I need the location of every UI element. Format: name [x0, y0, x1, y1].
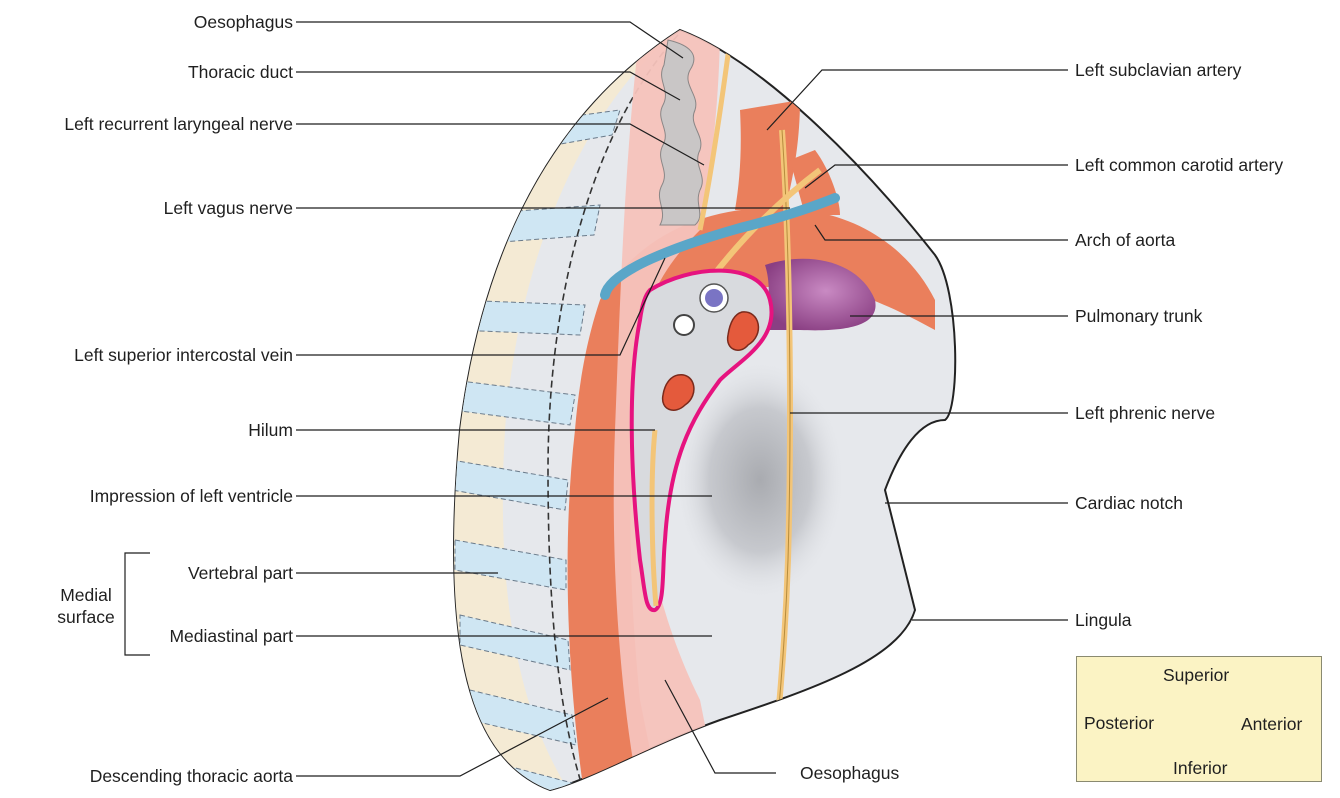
label-vertebral-part: Vertebral part — [188, 563, 293, 583]
pulmonary-artery-blue — [705, 289, 723, 307]
label-arch-of-aorta: Arch of aorta — [1075, 230, 1175, 250]
bronchus-white — [674, 315, 694, 335]
label-left-vagus-nerve: Left vagus nerve — [164, 198, 293, 218]
label-left-subclavian-artery: Left subclavian artery — [1075, 60, 1241, 80]
label-descending-thoracic-aorta: Descending thoracic aorta — [90, 766, 293, 786]
label-oesophagus-bottom: Oesophagus — [800, 763, 899, 783]
label-mediastinal-part: Mediastinal part — [169, 626, 293, 646]
compass-inferior: Inferior — [1173, 758, 1227, 779]
leader-oesophagus-top — [296, 22, 683, 58]
label-thoracic-duct: Thoracic duct — [188, 62, 293, 82]
label-medial-surface: Medial surface — [50, 584, 122, 628]
label-left-phrenic-nerve: Left phrenic nerve — [1075, 403, 1215, 423]
compass-superior: Superior — [1163, 665, 1229, 686]
label-hilum: Hilum — [248, 420, 293, 440]
compass-posterior: Posterior — [1084, 713, 1154, 734]
label-pulmonary-trunk: Pulmonary trunk — [1075, 306, 1202, 326]
label-left-recurrent-laryngeal-nerve: Left recurrent laryngeal nerve — [64, 114, 293, 134]
label-cardiac-notch: Cardiac notch — [1075, 493, 1183, 513]
orientation-compass: Superior Inferior Posterior Anterior — [1076, 656, 1322, 782]
label-left-common-carotid-artery: Left common carotid artery — [1075, 155, 1283, 175]
compass-anterior: Anterior — [1241, 714, 1302, 735]
label-impression-of-left-ventricle: Impression of left ventricle — [90, 486, 293, 506]
label-lingula: Lingula — [1075, 610, 1131, 630]
label-left-superior-intercostal-vein: Left superior intercostal vein — [74, 345, 293, 365]
medial-surface-bracket — [125, 553, 150, 655]
label-oesophagus-top: Oesophagus — [194, 12, 293, 32]
